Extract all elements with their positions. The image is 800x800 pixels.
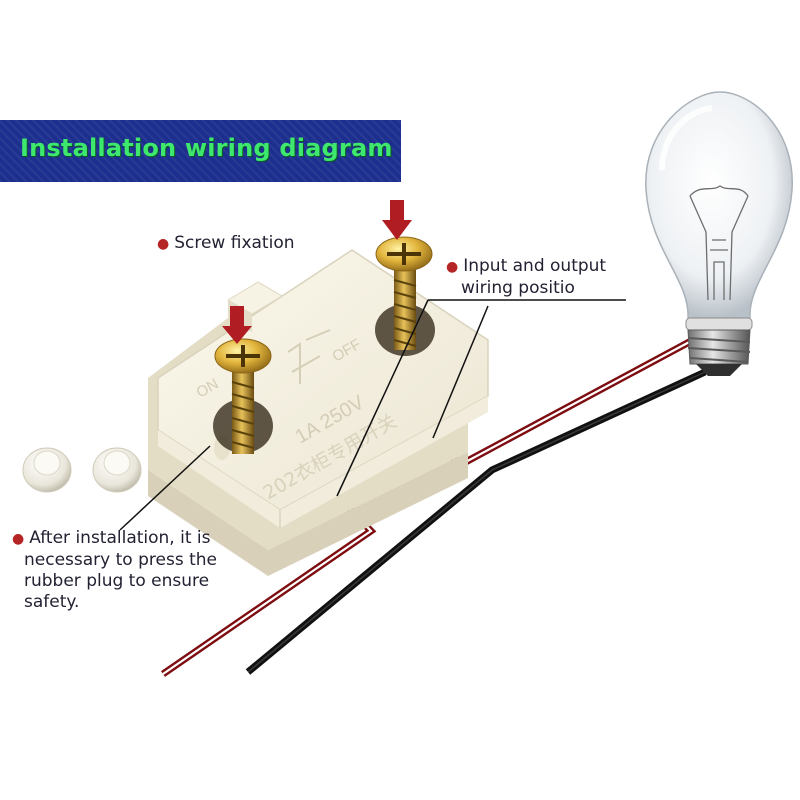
switch-engraving xyxy=(287,329,331,384)
after-installation-line-3: rubber plug to ensure xyxy=(24,571,210,591)
after-installation-line-1: After installation, it is xyxy=(29,528,211,548)
bullet-icon: ● xyxy=(157,236,170,252)
header-banner: Installation wiring diagram xyxy=(0,120,401,182)
screw-fixation-text: Screw fixation xyxy=(174,233,295,253)
input-output-label: ●Input and output wiring positio xyxy=(446,256,606,299)
rubber-plug-icon xyxy=(92,447,142,493)
page-title: Installation wiring diagram xyxy=(20,134,393,162)
down-arrow-icon xyxy=(222,306,252,344)
leader-line-input xyxy=(336,299,429,497)
screw-icon xyxy=(214,338,272,454)
input-output-line-2: wiring positio xyxy=(461,278,575,298)
down-arrow-icon xyxy=(382,200,412,240)
after-installation-line-2: necessary to press the xyxy=(24,550,217,570)
bullet-icon: ● xyxy=(446,259,459,275)
light-bulb-icon xyxy=(645,91,793,376)
leader-line-output xyxy=(432,305,489,439)
after-installation-line-4: safety. xyxy=(24,592,80,612)
after-installation-label: ●After installation, it is necessary to … xyxy=(12,528,217,613)
rubber-plug-icon xyxy=(22,447,72,493)
neutral-wire xyxy=(245,368,707,675)
bullet-icon: ● xyxy=(12,531,25,547)
screw-fixation-label: ●Screw fixation xyxy=(157,233,295,255)
screw-icon xyxy=(375,236,433,350)
input-output-line-1: Input and output xyxy=(463,256,607,276)
leader-line-plug xyxy=(119,445,211,531)
